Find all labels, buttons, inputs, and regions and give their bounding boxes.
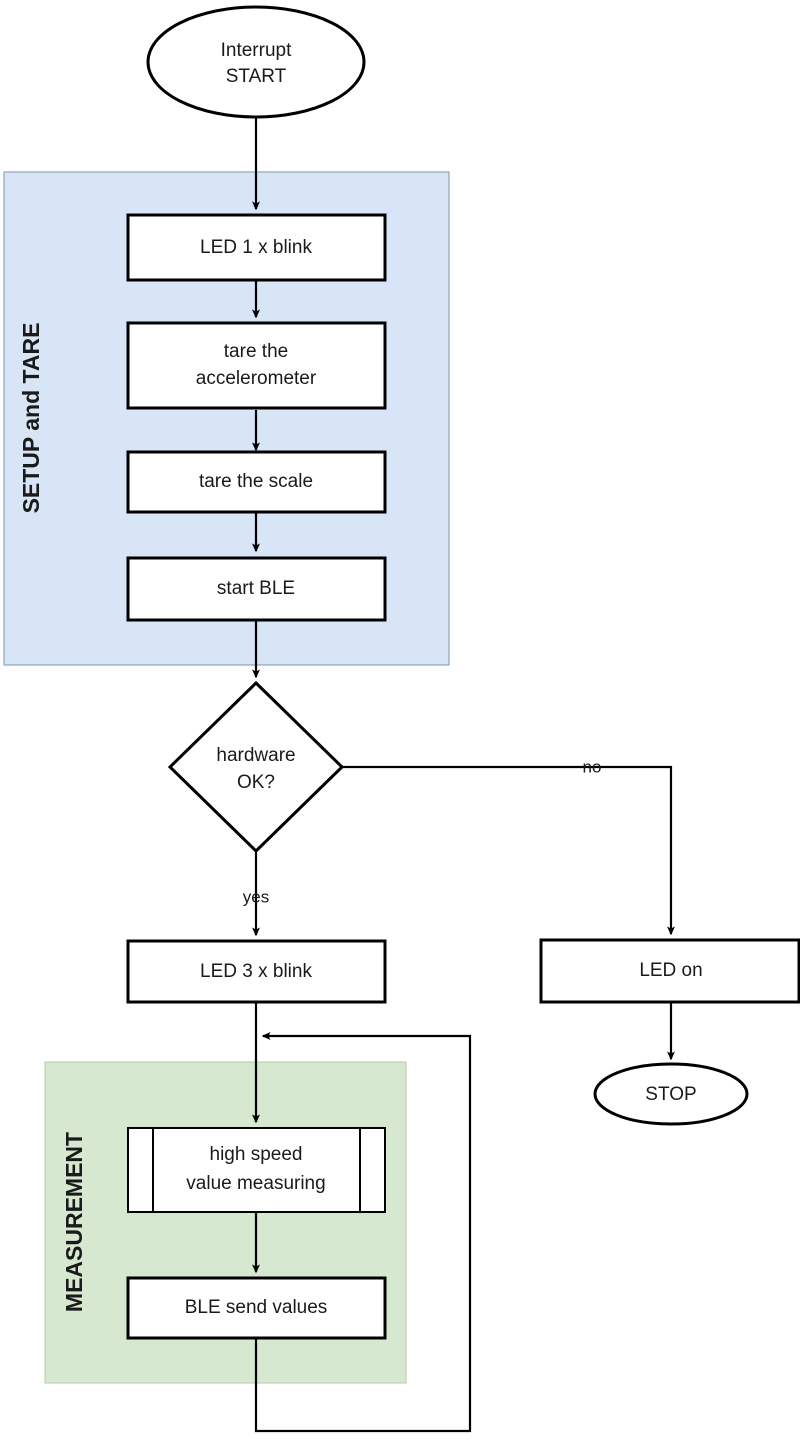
node-stop[interactable]: STOP (593, 1062, 749, 1126)
node-decision-hardware-ok-shape (167, 680, 345, 854)
node-tare-accelerometer-label-line2: accelerometer (196, 368, 317, 389)
group-measurement-label: MEASUREMENT (61, 1132, 87, 1312)
node-high-speed-value-measuring[interactable]: high speed value measuring (127, 1127, 386, 1213)
node-led-3x-blink[interactable]: LED 3 x blink (126, 939, 387, 1004)
node-led-3x-blink-shape (126, 939, 387, 1004)
node-tare-scale-label: tare the scale (199, 471, 313, 492)
node-start[interactable]: Interrupt START (146, 5, 366, 119)
node-tare-scale-shape (126, 450, 387, 514)
node-tare-accelerometer-label-line1: tare the (224, 341, 288, 362)
node-tare-accelerometer-shape (126, 321, 387, 410)
node-led-1x-blink[interactable]: LED 1 x blink (126, 213, 387, 282)
node-ble-send-values-shape (126, 1276, 387, 1340)
node-ble-send-values[interactable]: BLE send values (126, 1276, 387, 1340)
node-high-speed-value-measuring-label-line1: high speed (210, 1144, 303, 1165)
node-start-ble-shape (126, 556, 387, 622)
edge-label-no: no (583, 757, 602, 776)
node-start-ble-label: start BLE (217, 578, 295, 599)
node-tare-scale[interactable]: tare the scale (126, 450, 387, 514)
node-start-label-line2: START (226, 66, 287, 87)
node-stop-shape (593, 1062, 749, 1126)
node-led-1x-blink-label: LED 1 x blink (200, 237, 312, 258)
group-setup-and-tare-label: SETUP and TARE (18, 323, 44, 514)
node-ble-send-values-label: BLE send values (185, 1297, 328, 1318)
node-decision-hardware-ok-label-line2: OK? (237, 772, 275, 793)
edge-ble-send-loop-back (254, 1032, 472, 1433)
node-led-on[interactable]: LED on (539, 938, 800, 1004)
node-high-speed-value-measuring-label-line2: value measuring (186, 1173, 325, 1194)
node-tare-accelerometer[interactable]: tare the accelerometer (126, 321, 387, 410)
node-stop-label: STOP (645, 1084, 696, 1105)
edge-label-yes: yes (243, 887, 269, 906)
node-start-ble[interactable]: start BLE (126, 556, 387, 622)
node-led-on-shape (539, 938, 800, 1004)
node-led-on-label: LED on (639, 960, 702, 981)
node-led-3x-blink-label: LED 3 x blink (200, 961, 312, 982)
node-start-label-line1: Interrupt (221, 40, 292, 61)
node-decision-hardware-ok-label-line1: hardware (216, 745, 295, 766)
node-high-speed-value-measuring-shape (127, 1127, 386, 1213)
edge-decision-no-to-led-on (342, 765, 675, 936)
node-decision-hardware-ok[interactable]: hardware OK? (167, 680, 345, 854)
node-led-1x-blink-shape (126, 213, 387, 282)
node-start-shape (146, 5, 366, 119)
